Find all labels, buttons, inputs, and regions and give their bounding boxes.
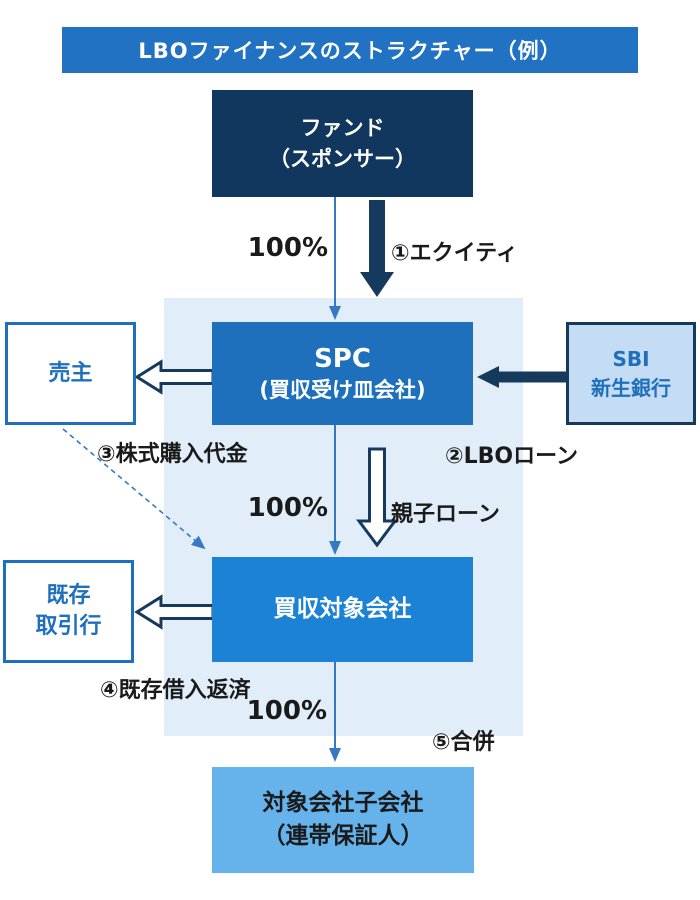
lbo-loan-flow-label: ②LBOローン: [445, 444, 579, 469]
fund-box-line2: （スポンサー）: [269, 146, 416, 171]
ownership-label-fund-spc: 100%: [247, 233, 328, 263]
seller-box-label: 売主: [48, 360, 93, 386]
bank-box-line1: SBI: [612, 346, 650, 371]
debt-repayment-flow-label: ④既存借入返済: [100, 678, 251, 703]
fund-box: ファンド （スポンサー）: [212, 90, 473, 197]
share-purchase-flow-label: ③株式購入代金: [97, 442, 248, 467]
subsidiary-box: 対象会社子会社 （連帯保証人）: [212, 767, 474, 873]
fund-box-line1: ファンド: [300, 116, 385, 141]
existing-lenders-box: 既存 取引行: [3, 560, 134, 663]
ownership-label-spc-target: 100%: [247, 493, 328, 523]
existing-lenders-line2: 取引行: [35, 613, 102, 639]
intercompany-loan-flow-label: 親子ローン: [391, 502, 500, 527]
spc-box-line1: SPC: [314, 343, 371, 374]
subsidiary-line2: （連帯保証人）: [262, 823, 424, 849]
bank-box: SBI 新生銀行: [566, 322, 696, 425]
existing-lenders-line1: 既存: [46, 582, 91, 608]
seller-box: 売主: [5, 322, 136, 425]
diagram-title: LBOファイナンスのストラクチャー（例）: [62, 27, 638, 73]
target-company-box: 買収対象会社: [212, 557, 473, 662]
target-company-label: 買収対象会社: [273, 595, 412, 622]
arrow-equity-down-icon: [360, 200, 394, 297]
equity-flow-label: ①エクイティ: [391, 241, 518, 266]
subsidiary-line1: 対象会社子会社: [262, 789, 424, 816]
spc-box-line2: (買収受け皿会社): [259, 377, 426, 402]
ownership-label-target-subsidiary: 100%: [246, 696, 327, 726]
bank-box-line2: 新生銀行: [591, 375, 671, 400]
spc-box: SPC (買収受け皿会社): [212, 322, 473, 425]
merger-flow-label: ⑤合併: [432, 730, 495, 755]
